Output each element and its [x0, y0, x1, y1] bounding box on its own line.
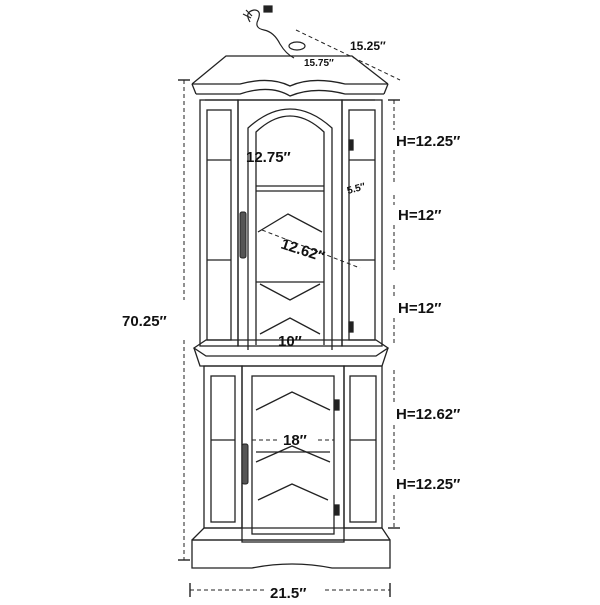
shelf-height-2: H=12″ — [398, 207, 441, 224]
shelf-height-5: H=12.25″ — [396, 476, 460, 493]
upper-shelf-width-label: 12.75″ — [246, 149, 291, 166]
top-depth-label: 15.25″ — [350, 39, 386, 53]
middle-shelf-diagonal-label: 12.62″ — [279, 236, 327, 266]
upper-cabinet — [199, 99, 383, 350]
power-cord-icon — [242, 5, 306, 59]
bottom-width-label: 21.5″ — [270, 585, 306, 600]
cabinet-crown — [191, 55, 389, 101]
total-height-label: 70.25″ — [122, 313, 167, 330]
dimension-lines — [183, 29, 401, 591]
cabinet-width-label: 18″ — [283, 432, 307, 449]
upper-door-handle-icon — [239, 211, 247, 259]
shelf-height-3: H=12″ — [398, 300, 441, 317]
dimension-ticks — [178, 79, 400, 597]
top-side-label: 15.75″ — [304, 58, 334, 69]
inner-side-depth-label: 5.5″ — [346, 181, 367, 197]
lower-shelf-width-label: 10″ — [278, 333, 302, 350]
shelf-height-1: H=12.25″ — [396, 133, 460, 150]
cabinet-base — [191, 527, 391, 569]
shelf-height-4: H=12.62″ — [396, 406, 460, 423]
lower-door-handle-icon — [241, 443, 249, 485]
lower-cabinet — [203, 365, 383, 543]
